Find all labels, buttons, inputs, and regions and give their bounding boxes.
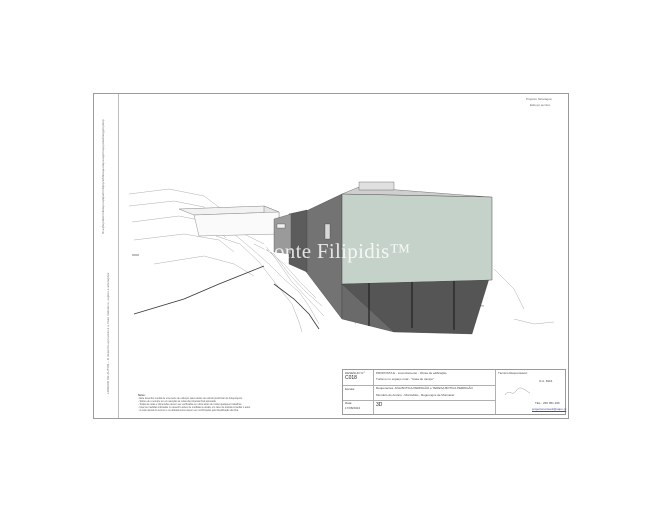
notes-title: Notas: — [138, 394, 146, 397]
drawing-number: C018 — [345, 375, 357, 381]
notes-line: - Todas as cotas e dimensões devem ser v… — [138, 403, 243, 407]
sidebar-divider — [118, 94, 119, 418]
watermark: Ponte Filipidis™ — [262, 239, 411, 263]
technician-label: Técnico Responsável: — [498, 371, 528, 375]
email-link[interactable]: projectonortesul@sapo.pt — [532, 407, 567, 411]
back-window — [276, 223, 286, 229]
contour-7 — [215, 235, 303, 333]
signature — [504, 387, 531, 396]
title-block: DESENHO N.º C018 Escala: Data: 17/08/202… — [342, 369, 566, 415]
project-line-1: PROPOSTA E - Licenciamento - Obras de ed… — [376, 371, 447, 375]
drawing-sheet: Ib:xqfsipdkeFmikdxprsqdqiwfrnifqikprslfd… — [93, 93, 569, 419]
undercroft-shadow — [341, 283, 395, 333]
oa-number: O.A. 8116 — [539, 379, 553, 383]
tb-divider-1 — [373, 370, 374, 414]
notes-line: - Sobre ele é sempre ter em atenção as n… — [138, 400, 217, 404]
contour-4 — [133, 233, 235, 253]
ground-line-front — [273, 283, 320, 330]
old-house-front — [193, 211, 280, 237]
contour-1 — [128, 188, 225, 212]
tb-row-line-2 — [343, 400, 495, 401]
3d-perspective-drawing — [128, 181, 555, 335]
notes-line: - A cota natural do terreno e os afastam… — [138, 409, 239, 413]
roof-parapet — [358, 181, 395, 191]
contour-10 — [265, 248, 317, 299]
pilotis — [368, 281, 455, 330]
tb-row-line-1 — [343, 385, 495, 386]
view-type: 3D — [376, 402, 383, 408]
tb-divider-2 — [495, 370, 496, 414]
date-value: 17/08/2024 — [345, 406, 361, 410]
scale-label: Escala: — [345, 387, 355, 391]
corner-label-2: Esboço tecnico — [530, 103, 551, 107]
contour-9 — [253, 243, 323, 307]
phone-number: TEL.: 266 051 206 — [535, 401, 560, 405]
corner-label-1: Projecto Nicaragua — [526, 97, 552, 101]
project-line-2: Turismo no espaço rural - "Casa de campo… — [376, 377, 435, 381]
notes-line: - Este desenho resulta de uma série de e… — [138, 397, 243, 401]
contour-13 — [513, 318, 555, 325]
drawing-number-label: DESENHO N.º — [345, 371, 365, 375]
contour-6 — [211, 226, 320, 325]
date-label: Data: — [345, 401, 353, 405]
project-line-4: Mondelo do Ancaro - Montalvão - Reguengo… — [376, 393, 455, 397]
notes-line: - Usar as medidas indicadas no desenho a… — [138, 406, 251, 410]
contour-8 — [243, 233, 325, 317]
ground-line-left — [133, 265, 265, 315]
notes-block: Notas: - Este desenho resulta de uma sér… — [138, 394, 338, 413]
contour-12 — [493, 268, 525, 310]
main-facade — [341, 193, 493, 285]
project-line-3: Requerentes: ANA BOTICA PERDIGÃO e TERES… — [376, 386, 473, 390]
contour-5 — [153, 255, 255, 277]
side-window — [324, 223, 331, 240]
